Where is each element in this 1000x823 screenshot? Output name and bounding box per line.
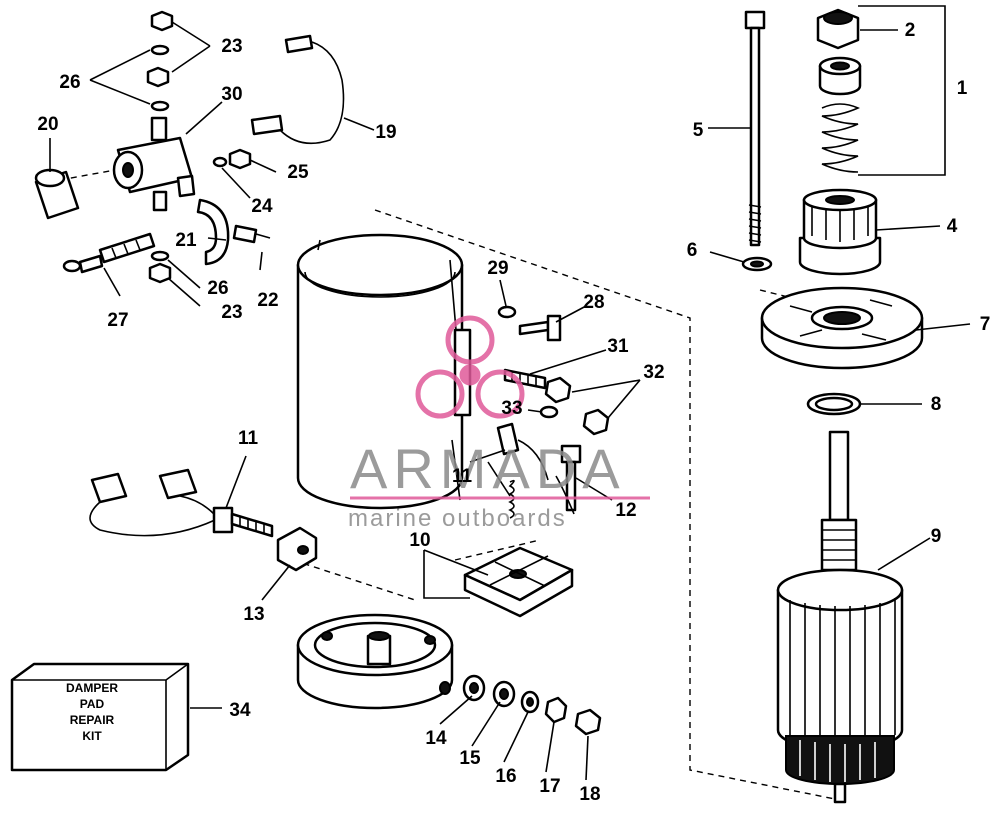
callout-25: 25	[287, 162, 309, 183]
part-boot-20	[34, 168, 80, 220]
part-nut-18	[574, 708, 602, 736]
callout-18: 18	[579, 784, 600, 805]
callout-17: 17	[539, 776, 560, 797]
part-washer-6	[741, 256, 773, 272]
callout-4: 4	[947, 216, 958, 237]
callout-33: 33	[501, 398, 522, 419]
callout-23: 23	[221, 36, 242, 57]
part-kit-box-34: DAMPER PAD REPAIR KIT	[10, 662, 190, 772]
watermark: ARMADA marine outboards	[348, 315, 650, 532]
callout-12: 12	[615, 500, 636, 521]
callout-1: 1	[957, 78, 968, 99]
callout-10: 10	[409, 530, 430, 551]
callout-8: 8	[931, 394, 942, 415]
callout-16: 16	[495, 766, 516, 787]
callout-29: 29	[487, 258, 508, 279]
callout-2: 2	[905, 20, 916, 41]
part-nut-2	[816, 8, 860, 50]
callout-27: 27	[107, 310, 128, 331]
part-drive-end-cap	[760, 286, 924, 370]
watermark-tagline: marine outboards	[348, 505, 567, 532]
part-frame-housing	[296, 233, 472, 510]
leader-lines	[49, 21, 971, 781]
callout-11: 11	[452, 466, 473, 487]
part-nut-17	[544, 696, 568, 724]
callout-21: 21	[175, 230, 197, 251]
callout-19: 19	[375, 122, 396, 143]
callout-7: 7	[980, 314, 991, 335]
part-armature	[776, 430, 904, 804]
part-spacer	[818, 56, 862, 96]
kit-label-line2: PAD	[80, 697, 105, 711]
callout-23: 23	[221, 302, 242, 323]
part-commutator-end-cap	[296, 613, 454, 710]
callout-26: 26	[59, 72, 80, 93]
callout-11: 11	[238, 428, 259, 449]
part-bolt-29-28	[497, 305, 562, 342]
part-through-bolt	[744, 10, 766, 247]
callout-6: 6	[687, 240, 698, 261]
callout-28: 28	[583, 292, 604, 313]
callout-5: 5	[693, 120, 704, 141]
part-brush-holder	[463, 546, 574, 618]
part-thrust-ring	[806, 392, 862, 416]
kit-label-line1: DAMPER	[66, 681, 118, 695]
part-bracket-13	[276, 526, 318, 572]
part-lead-27	[62, 232, 156, 274]
kit-label-line3: REPAIR	[70, 713, 115, 727]
callout-31: 31	[607, 336, 629, 357]
part-pinion-drive	[798, 188, 882, 276]
part-spring	[821, 103, 860, 173]
kit-label-line4: KIT	[82, 729, 102, 743]
callout-15: 15	[459, 748, 481, 769]
watermark-logo-icon	[415, 315, 525, 419]
part-nuts-23-26	[146, 10, 252, 284]
callout-22: 22	[257, 290, 278, 311]
callout-34: 34	[229, 700, 251, 721]
callout-24: 24	[251, 196, 273, 217]
part-strap-21	[196, 198, 230, 266]
part-washer-14	[462, 674, 486, 702]
part-nuts-32-33	[539, 376, 610, 436]
callout-9: 9	[931, 526, 942, 547]
callout-32: 32	[643, 362, 664, 383]
callout-13: 13	[243, 604, 264, 625]
part-washer-15	[492, 680, 516, 708]
part-screw-22	[232, 224, 271, 244]
part-brush-set-11	[89, 468, 274, 538]
part-washer-16	[520, 690, 540, 714]
callout-30: 30	[221, 84, 242, 105]
callout-26: 26	[207, 278, 228, 299]
watermark-brand: ARMADA	[350, 437, 626, 500]
part-cable-19	[250, 34, 345, 145]
callout-20: 20	[37, 114, 58, 135]
callout-14: 14	[425, 728, 447, 749]
part-solenoid-30	[112, 116, 196, 212]
